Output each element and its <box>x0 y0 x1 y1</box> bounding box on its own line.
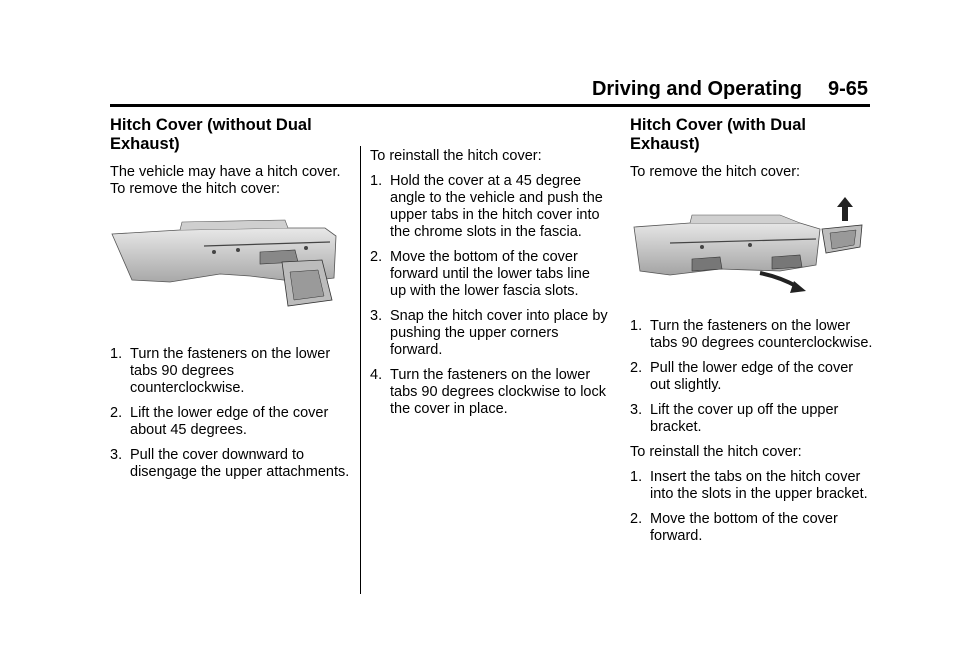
step-text: Pull the cover downward to disengage the… <box>130 447 350 480</box>
list-item: 2. Move the bottom of the cover forward u… <box>370 249 610 300</box>
step-number: 2. <box>630 360 643 376</box>
step-number: 4. <box>370 367 383 383</box>
step-number: 2. <box>630 511 643 527</box>
removal-steps: 1. Turn the fasteners on the lower tabs 9… <box>110 346 350 481</box>
page-number: 9-65 <box>827 78 868 100</box>
intro-text: To remove the hitch cover: <box>630 164 801 180</box>
step-number: 2. <box>370 249 383 265</box>
step-text: Lift the cover up off the upper bracket. <box>650 402 839 435</box>
step-text: Snap the hitch cover into place by pushi… <box>390 308 608 358</box>
column-divider <box>360 146 361 594</box>
step-text: Turn the fasteners on the lower tabs 90 … <box>390 367 606 417</box>
column-middle: To reinstall the hitch cover: 1. Hold the… <box>370 148 610 426</box>
bumper-dual-exhaust-hitch-cover-illustration <box>633 197 863 293</box>
step-number: 1. <box>630 318 643 334</box>
column-right: Hitch Cover (with Dual Exhaust) To remov… <box>630 116 875 553</box>
list-item: 1. Turn the fasteners on the lower tabs 9… <box>630 318 875 352</box>
list-item: 1. Insert the tabs on the hitch cover int… <box>630 469 875 503</box>
list-item: 1. Turn the fasteners on the lower tabs 9… <box>110 346 350 397</box>
step-text: Move the bottom of the cover forward unt… <box>390 249 590 299</box>
list-item: 2. Move the bottom of the cover forward. <box>630 511 875 545</box>
step-text: Insert the tabs on the hitch cover into … <box>650 469 868 502</box>
list-item: 3. Snap the hitch cover into place by pus… <box>370 308 610 359</box>
step-text: Lift the lower edge of the cover about 4… <box>130 405 329 438</box>
list-item: 2. Pull the lower edge of the cover out s… <box>630 360 875 394</box>
step-text: Turn the fasteners on the lower tabs 90 … <box>130 346 331 396</box>
step-number: 1. <box>630 469 643 485</box>
list-item: 3. Lift the cover up off the upper bracke… <box>630 402 875 436</box>
step-text: Pull the lower edge of the cover out sli… <box>650 360 854 393</box>
heading-hitch-cover-without-dual-exhaust: Hitch Cover (without Dual Exhaust) <box>110 116 312 153</box>
step-number: 1. <box>110 346 123 362</box>
page-header: Driving and Operating 9-65 <box>110 78 870 107</box>
bumper-hitch-cover-removal-illustration <box>111 219 337 307</box>
step-text: Hold the cover at a 45 degree angle to t… <box>390 173 603 240</box>
step-number: 2. <box>110 405 123 421</box>
reinstall-intro: To reinstall the hitch cover: <box>630 444 802 460</box>
reinstall-steps: 1. Insert the tabs on the hitch cover int… <box>630 469 875 545</box>
intro-text: The vehicle may have a hitch cover. To r… <box>110 164 341 197</box>
section-title: Driving and Operating <box>591 78 802 100</box>
list-item: 4. Turn the fasteners on the lower tabs 9… <box>370 367 610 418</box>
reinstall-intro: To reinstall the hitch cover: <box>370 148 542 164</box>
column-left: Hitch Cover (without Dual Exhaust) The v… <box>110 116 350 489</box>
step-text: Turn the fasteners on the lower tabs 90 … <box>650 318 873 351</box>
heading-hitch-cover-with-dual-exhaust: Hitch Cover (with Dual Exhaust) <box>630 116 807 153</box>
list-item: 2. Lift the lower edge of the cover about… <box>110 405 350 439</box>
header-text: Driving and Operating 9-65 <box>592 78 868 101</box>
step-number: 3. <box>370 308 383 324</box>
step-number: 3. <box>630 402 643 418</box>
list-item: 1. Hold the cover at a 45 degree angle to… <box>370 173 610 241</box>
step-number: 1. <box>370 173 383 189</box>
list-item: 3. Pull the cover downward to disengage t… <box>110 447 350 481</box>
step-text: Move the bottom of the cover forward. <box>650 511 838 544</box>
removal-steps: 1. Turn the fasteners on the lower tabs 9… <box>630 318 875 436</box>
reinstall-steps: 1. Hold the cover at a 45 degree angle to… <box>370 173 610 418</box>
step-number: 3. <box>110 447 123 463</box>
